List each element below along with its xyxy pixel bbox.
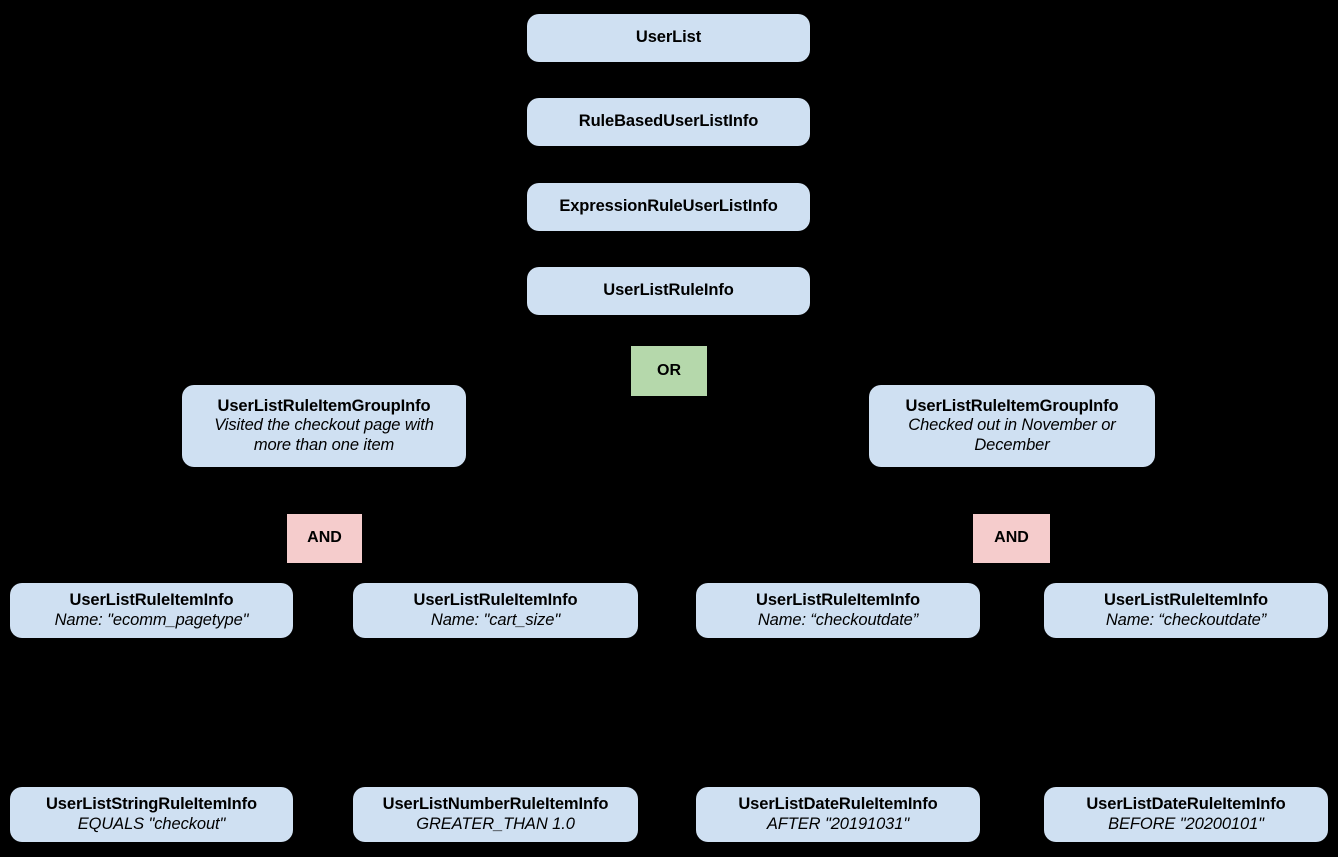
entity-user-list-rule-info[interactable]: UserListRuleInfo: [527, 267, 810, 315]
operator-or[interactable]: OR: [631, 346, 707, 396]
entity-rule-item-ecomm-pagetype[interactable]: UserListRuleItemInfo Name: "ecomm_pagety…: [10, 583, 293, 638]
entity-subtitle-line1: Checked out in November or: [908, 416, 1116, 435]
operator-label: OR: [657, 361, 681, 379]
entity-subtitle: Name: “checkoutdate”: [757, 610, 919, 629]
entity-date-rule-item-info-after[interactable]: UserListDateRuleItemInfo AFTER "20191031…: [696, 787, 980, 842]
entity-subtitle: AFTER "20191031": [766, 814, 910, 833]
entity-rule-item-checkoutdate-before[interactable]: UserListRuleItemInfo Name: “checkoutdate…: [1044, 583, 1328, 638]
entity-subtitle-line2: more than one item: [253, 435, 395, 454]
operator-and-right[interactable]: AND: [973, 514, 1050, 563]
operator-and-left[interactable]: AND: [287, 514, 362, 563]
entity-title: UserList: [635, 28, 702, 47]
entity-title: UserListRuleItemGroupInfo: [905, 396, 1119, 415]
entity-title: UserListRuleInfo: [603, 281, 734, 300]
entity-string-rule-item-info[interactable]: UserListStringRuleItemInfo EQUALS "check…: [10, 787, 293, 842]
entity-title: UserListRuleItemInfo: [413, 591, 578, 610]
entity-title: ExpressionRuleUserListInfo: [559, 197, 778, 216]
entity-title: UserListRuleItemInfo: [756, 591, 920, 610]
entity-title: UserListRuleItemInfo: [1104, 591, 1268, 610]
entity-subtitle: EQUALS "checkout": [77, 814, 226, 833]
entity-number-rule-item-info[interactable]: UserListNumberRuleItemInfo GREATER_THAN …: [353, 787, 638, 842]
entity-title: UserListStringRuleItemInfo: [45, 795, 257, 814]
entity-subtitle: Name: "cart_size": [430, 610, 561, 629]
entity-title: UserListNumberRuleItemInfo: [382, 795, 609, 814]
entity-subtitle: GREATER_THAN 1.0: [416, 814, 575, 833]
entity-rule-item-group-left[interactable]: UserListRuleItemGroupInfo Visited the ch…: [182, 385, 466, 467]
entity-rule-item-checkoutdate-after[interactable]: UserListRuleItemInfo Name: “checkoutdate…: [696, 583, 980, 638]
entity-subtitle: Name: “checkoutdate”: [1105, 610, 1267, 629]
entity-title: UserListDateRuleItemInfo: [738, 795, 938, 814]
entity-subtitle: BEFORE "20200101": [1108, 814, 1264, 833]
entity-rule-item-group-right[interactable]: UserListRuleItemGroupInfo Checked out in…: [869, 385, 1155, 467]
operator-label: AND: [994, 529, 1029, 547]
entity-date-rule-item-info-before[interactable]: UserListDateRuleItemInfo BEFORE "2020010…: [1044, 787, 1328, 842]
entity-title: UserListDateRuleItemInfo: [1086, 795, 1286, 814]
entity-expression-rule-user-list-info[interactable]: ExpressionRuleUserListInfo: [527, 183, 810, 231]
entity-rule-item-cart-size[interactable]: UserListRuleItemInfo Name: "cart_size": [353, 583, 638, 638]
entity-subtitle-line2: December: [974, 435, 1050, 454]
entity-subtitle: Name: "ecomm_pagetype": [54, 610, 249, 629]
entity-subtitle-line1: Visited the checkout page with: [214, 416, 434, 435]
entity-title: UserListRuleItemGroupInfo: [217, 396, 431, 415]
operator-label: AND: [307, 529, 342, 547]
entity-user-list[interactable]: UserList: [527, 14, 810, 62]
entity-rule-based-user-list-info[interactable]: RuleBasedUserListInfo: [527, 98, 810, 146]
entity-title: UserListRuleItemInfo: [69, 591, 234, 610]
entity-title: RuleBasedUserListInfo: [578, 112, 759, 131]
